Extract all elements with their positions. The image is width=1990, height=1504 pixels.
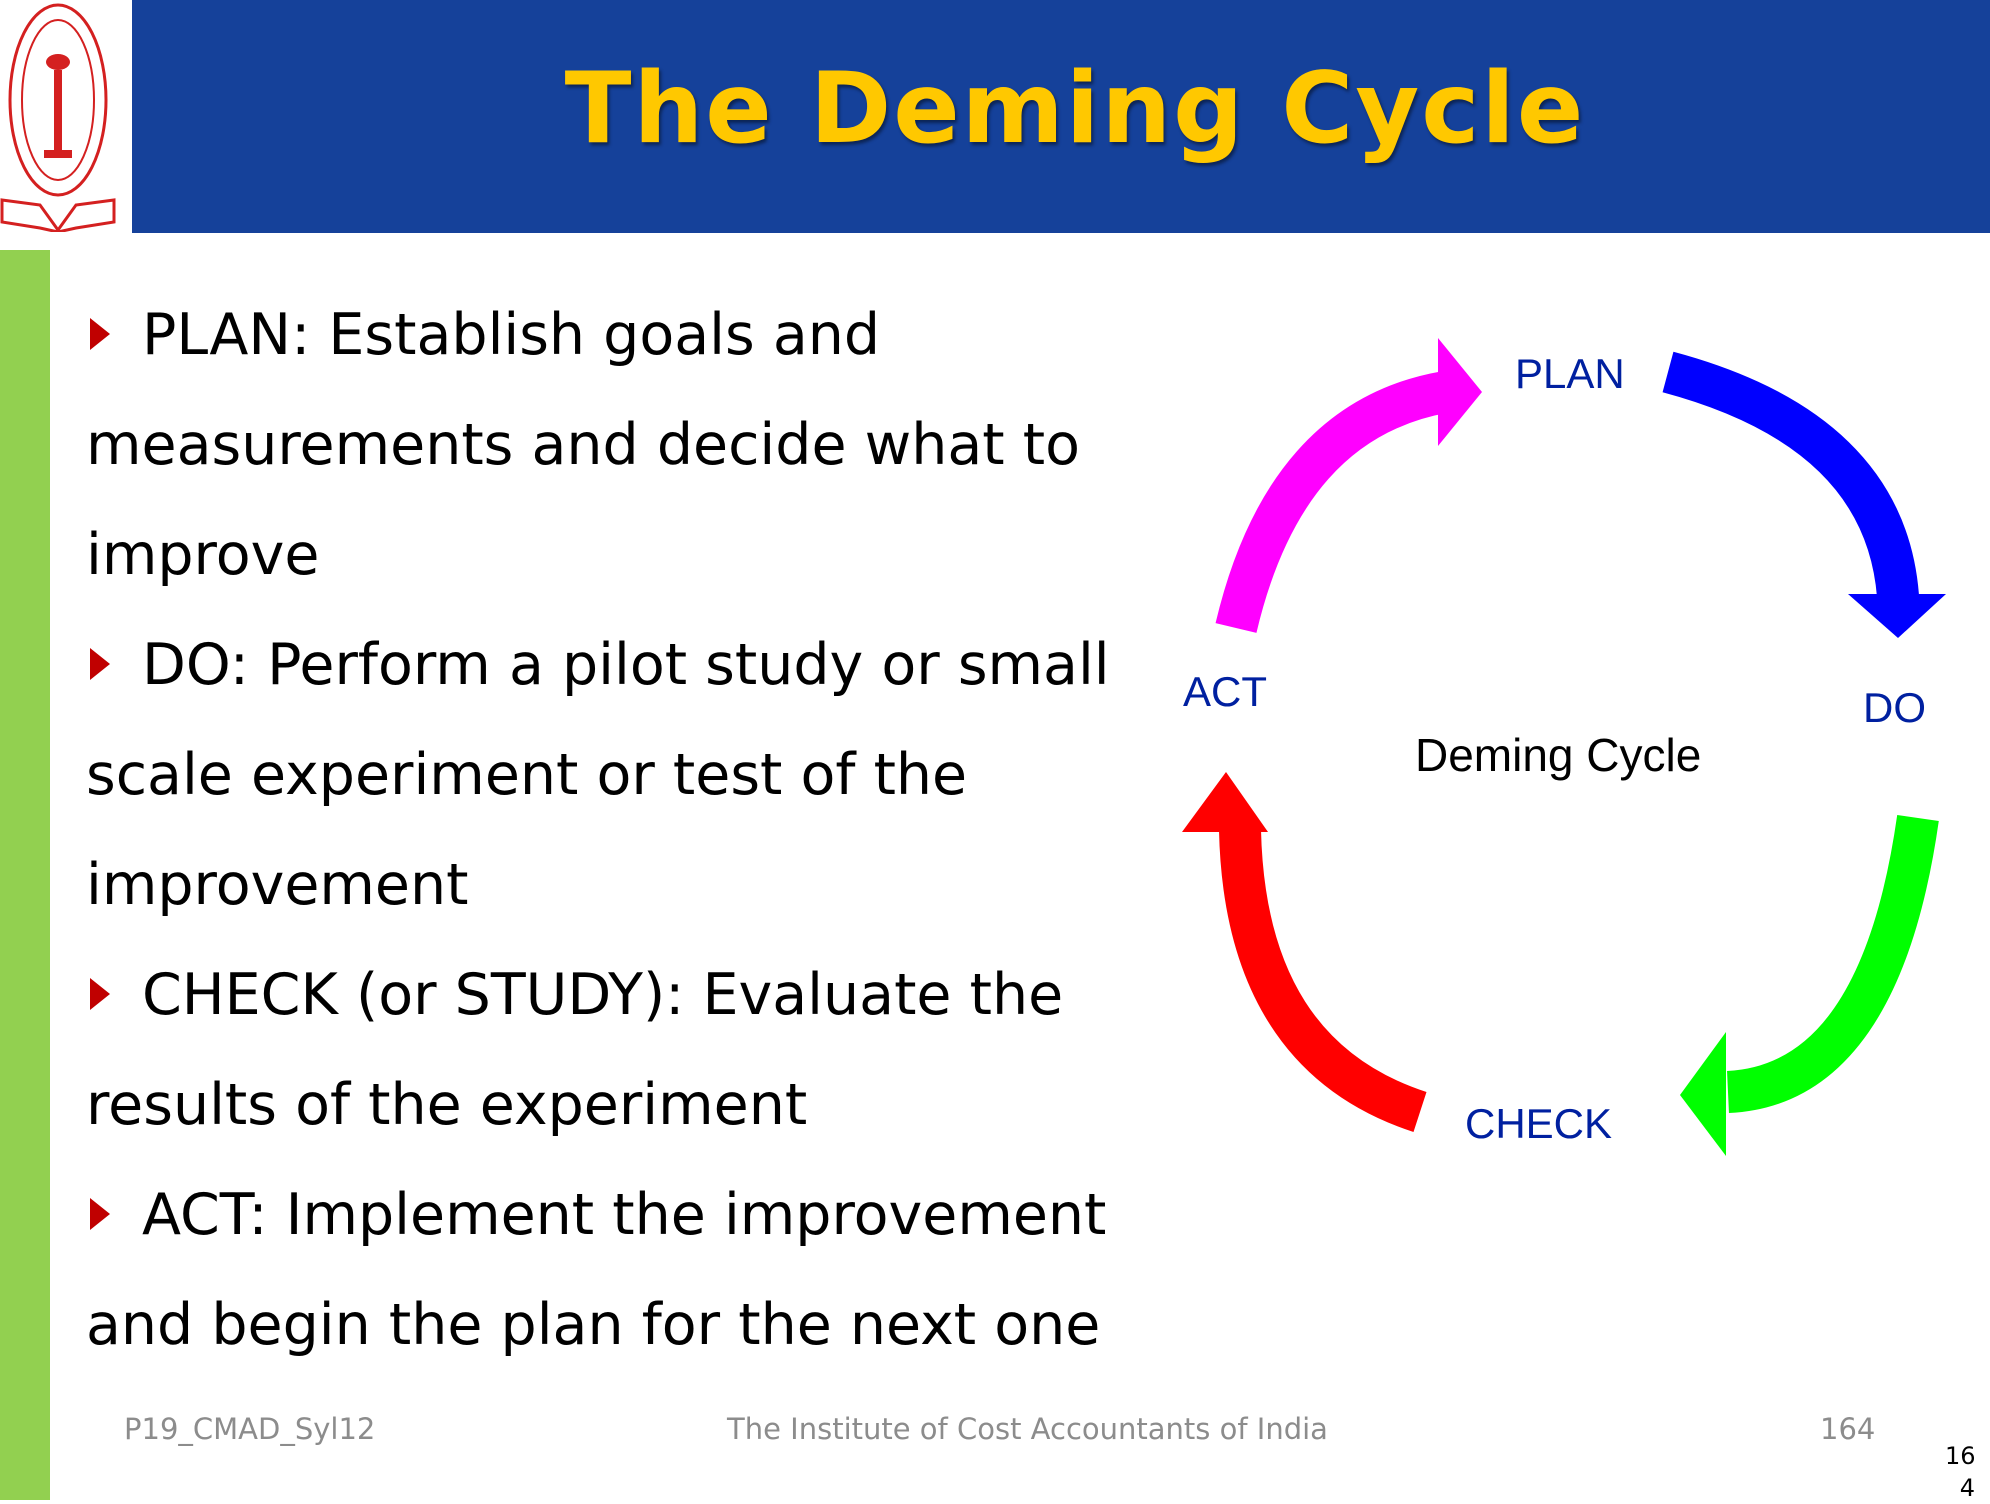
institute-logo xyxy=(0,0,116,232)
corner-page-a: 16 xyxy=(1945,1442,1976,1470)
label-do: DO xyxy=(1863,684,1926,731)
bullet-plan: PLAN: Establish goals and xyxy=(86,280,1176,390)
footer-page-number: 164 xyxy=(1820,1412,1876,1446)
act-arrow xyxy=(1215,338,1482,633)
label-plan: PLAN xyxy=(1515,350,1625,397)
footer-org: The Institute of Cost Accountants of Ind… xyxy=(727,1412,1328,1446)
diagram-center-label: Deming Cycle xyxy=(1415,729,1702,781)
bullet-do: DO: Perform a pilot study or small xyxy=(86,610,1176,720)
bullet-plan-cont: measurements and decide what to xyxy=(86,412,1080,478)
bullet-do-cont: improvement xyxy=(86,852,469,918)
bullet-act: ACT: Implement the improvement xyxy=(86,1160,1176,1270)
bullet-do-cont: scale experiment or test of the xyxy=(86,742,968,808)
plan-arrow xyxy=(1662,351,1946,638)
corner-page-b: 4 xyxy=(1959,1474,1975,1502)
bullet-act-cont: and begin the plan for the next one xyxy=(86,1292,1101,1358)
bullet-list: PLAN: Establish goals and measurements a… xyxy=(86,280,1176,1380)
slide-title: The Deming Cycle xyxy=(564,52,1586,166)
do-arrow xyxy=(1680,815,1939,1156)
label-check: CHECK xyxy=(1465,1100,1613,1147)
bullet-check: CHECK (or STUDY): Evaluate the xyxy=(86,940,1176,1050)
footer-code: P19_CMAD_Syl12 xyxy=(124,1412,376,1446)
check-arrow xyxy=(1182,772,1427,1132)
bullet-plan-cont: improve xyxy=(86,522,320,588)
side-accent-bar xyxy=(0,250,50,1500)
title-banner xyxy=(132,0,1990,233)
corner-page-number: 16 4 xyxy=(1945,1440,1976,1504)
label-act: ACT xyxy=(1183,668,1267,715)
bullet-check-cont: results of the experiment xyxy=(86,1072,808,1138)
